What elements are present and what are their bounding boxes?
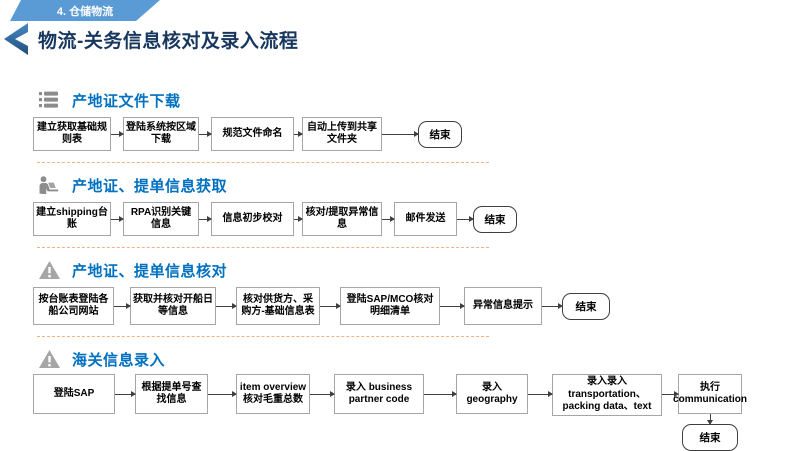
flow-step: 录入录入 transportation、packing data、text	[552, 374, 662, 416]
flow-arrow	[440, 303, 465, 309]
section-header: 产地证、提单信息核对	[37, 260, 797, 280]
flow-arrow	[115, 391, 136, 397]
flow-arrow	[114, 303, 131, 309]
flow-arrow	[528, 391, 553, 397]
flow-step: 获取并核对开船日等信息	[130, 287, 216, 325]
page-title: 物流-关务信息核对及录入流程	[38, 30, 299, 52]
section-tab-label: 4. 仓储物流	[56, 5, 114, 18]
flow-step: 根据提单号查找信息	[135, 374, 208, 414]
section-origin-cert-bl-acquire: 产地证、提单信息获取 建立shipping台账 RPA识别关键信息 信息初步校对…	[33, 175, 797, 248]
flow-step: 邮件发送	[394, 202, 457, 236]
section-divider	[37, 162, 489, 163]
flow-step: 异常信息提示	[464, 287, 542, 325]
flow-step: 执行 communication	[673, 374, 747, 414]
section-header: 海关信息录入	[37, 349, 797, 369]
section-tab: 4. 仓储物流	[10, 0, 160, 21]
section-title: 产地证、提单信息获取	[72, 177, 228, 195]
warning-icon	[37, 260, 61, 280]
section-header: 产地证、提单信息获取	[37, 175, 797, 195]
section-title: 海关信息录入	[72, 351, 166, 369]
section-customs-entry: 海关信息录入 登陆SAP 根据提单号查找信息 item overview核对毛重…	[33, 349, 797, 451]
flow-step: 建立shipping台账	[33, 202, 111, 236]
end-node: 结束	[418, 121, 462, 148]
flow-step: 录入 business partner code	[334, 374, 424, 414]
flow-step: 按台账表登陆各船公司网站	[33, 287, 114, 325]
flow-arrow	[199, 131, 212, 137]
flow-step: RPA识别关键信息	[123, 202, 199, 236]
flow-arrow	[320, 303, 341, 309]
section-origin-cert-bl-verify: 产地证、提单信息核对 按台账表登陆各船公司网站 获取并核对开船日等信息 核对供货…	[33, 260, 797, 337]
flow-arrow	[542, 303, 563, 309]
flow-row: 按台账表登陆各船公司网站 获取并核对开船日等信息 核对供货方、采购方-基础信息表…	[33, 287, 797, 325]
flow-arrow	[382, 216, 395, 222]
flow-step: 信息初步校对	[211, 202, 294, 236]
flow-arrow	[216, 303, 237, 309]
flow-arrow	[424, 391, 457, 397]
flow-step: 核对/提取异常信息	[302, 202, 382, 236]
flow-step: 核对供货方、采购方-基础信息表	[236, 287, 320, 325]
list-icon	[37, 91, 61, 109]
section-header: 产地证文件下载	[37, 90, 797, 110]
end-node: 结束	[562, 293, 610, 320]
flow-row: 建立shipping台账 RPA识别关键信息 信息初步校对 核对/提取异常信息 …	[33, 202, 797, 236]
section-origin-cert-download: 产地证文件下载 建立获取基础规则表 登陆系统按区域下载 规范文件命名 自动上传到…	[33, 90, 797, 163]
flow-step: 规范文件命名	[211, 117, 294, 151]
flow-row: 建立获取基础规则表 登陆系统按区域下载 规范文件命名 自动上传到共享文件夹 结束	[33, 117, 797, 151]
flow-arrow	[294, 216, 303, 222]
flow-row: 登陆SAP 根据提单号查找信息 item overview核对毛重总数 录入 b…	[33, 374, 797, 451]
flow-arrow	[382, 131, 419, 137]
flow-arrow	[457, 216, 474, 222]
flow-step: 登陆SAP/MCO核对明细清单	[340, 287, 440, 325]
flow-step: 建立获取基础规则表	[33, 117, 111, 151]
warning-icon	[37, 349, 61, 369]
flow-arrow	[111, 216, 124, 222]
back-chevron-icon	[0, 23, 30, 55]
flow-step: item overview核对毛重总数	[236, 374, 310, 414]
flow-step: 登陆系统按区域下载	[123, 117, 199, 151]
end-node: 结束	[682, 424, 738, 451]
flow-arrow	[199, 216, 212, 222]
flow-step: 登陆SAP	[33, 374, 115, 414]
title-row: 物流-关务信息核对及录入流程	[0, 22, 298, 56]
flow-arrow	[208, 391, 237, 397]
flow-step: 录入geography	[456, 374, 528, 414]
end-node: 结束	[473, 206, 517, 233]
section-divider	[37, 336, 489, 337]
section-title: 产地证文件下载	[72, 92, 181, 110]
section-title: 产地证、提单信息核对	[72, 262, 228, 280]
content: 产地证文件下载 建立获取基础规则表 登陆系统按区域下载 规范文件命名 自动上传到…	[33, 90, 797, 451]
section-divider	[37, 247, 489, 248]
flow-step: 自动上传到共享文件夹	[302, 117, 382, 151]
final-branch: 执行 communication 结束	[673, 374, 747, 451]
flow-arrow	[111, 131, 124, 137]
flow-arrow	[310, 391, 335, 397]
flow-arrow	[662, 391, 679, 397]
person-laptop-icon	[37, 176, 61, 194]
flow-arrow	[294, 131, 303, 137]
flow-arrow-down	[706, 414, 713, 425]
